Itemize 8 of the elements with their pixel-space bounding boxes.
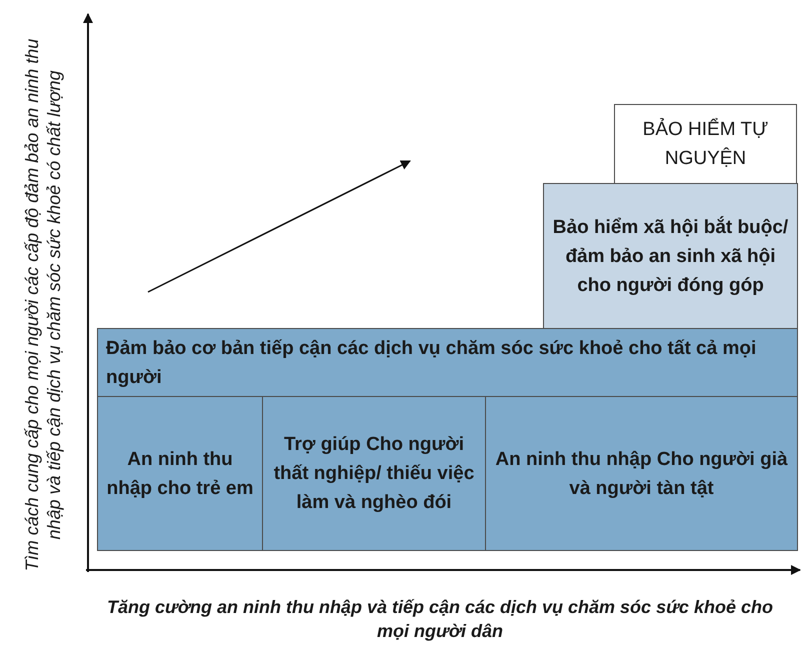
y-axis-title: Tìm cách cung cấp cho mọi người các cấp độ đảm bảo an ninh thu nhập và tiếp cận dịch vụ chăm sóc sức khoẻ có chất lượng	[21, 38, 65, 574]
unemployment-assistance-box: Trợ giúp Cho người thất nghiệp/ thiếu việc làm và nghèo đói	[262, 396, 486, 551]
social-insurance-box: Bảo hiểm xã hội bắt buộc/ đảm bảo an sinh xã hội cho người đóng góp	[543, 183, 798, 329]
health-care-band: Đảm bảo cơ bản tiếp cận các dịch vụ chăm sóc sức khoẻ cho tất cả mọi người	[97, 328, 798, 397]
elderly-income-box: An ninh thu nhập Cho người già và người tàn tật	[485, 396, 798, 551]
voluntary-insurance-box: BẢO HIỂM TỰ NGUYỆN	[614, 104, 797, 184]
child-income-box: An ninh thu nhập cho trẻ em	[97, 396, 263, 551]
x-axis-title: Tăng cường an ninh thu nhập và tiếp cận các dịch vụ chăm sóc sức khoẻ cho mọi người dân	[106, 596, 774, 643]
